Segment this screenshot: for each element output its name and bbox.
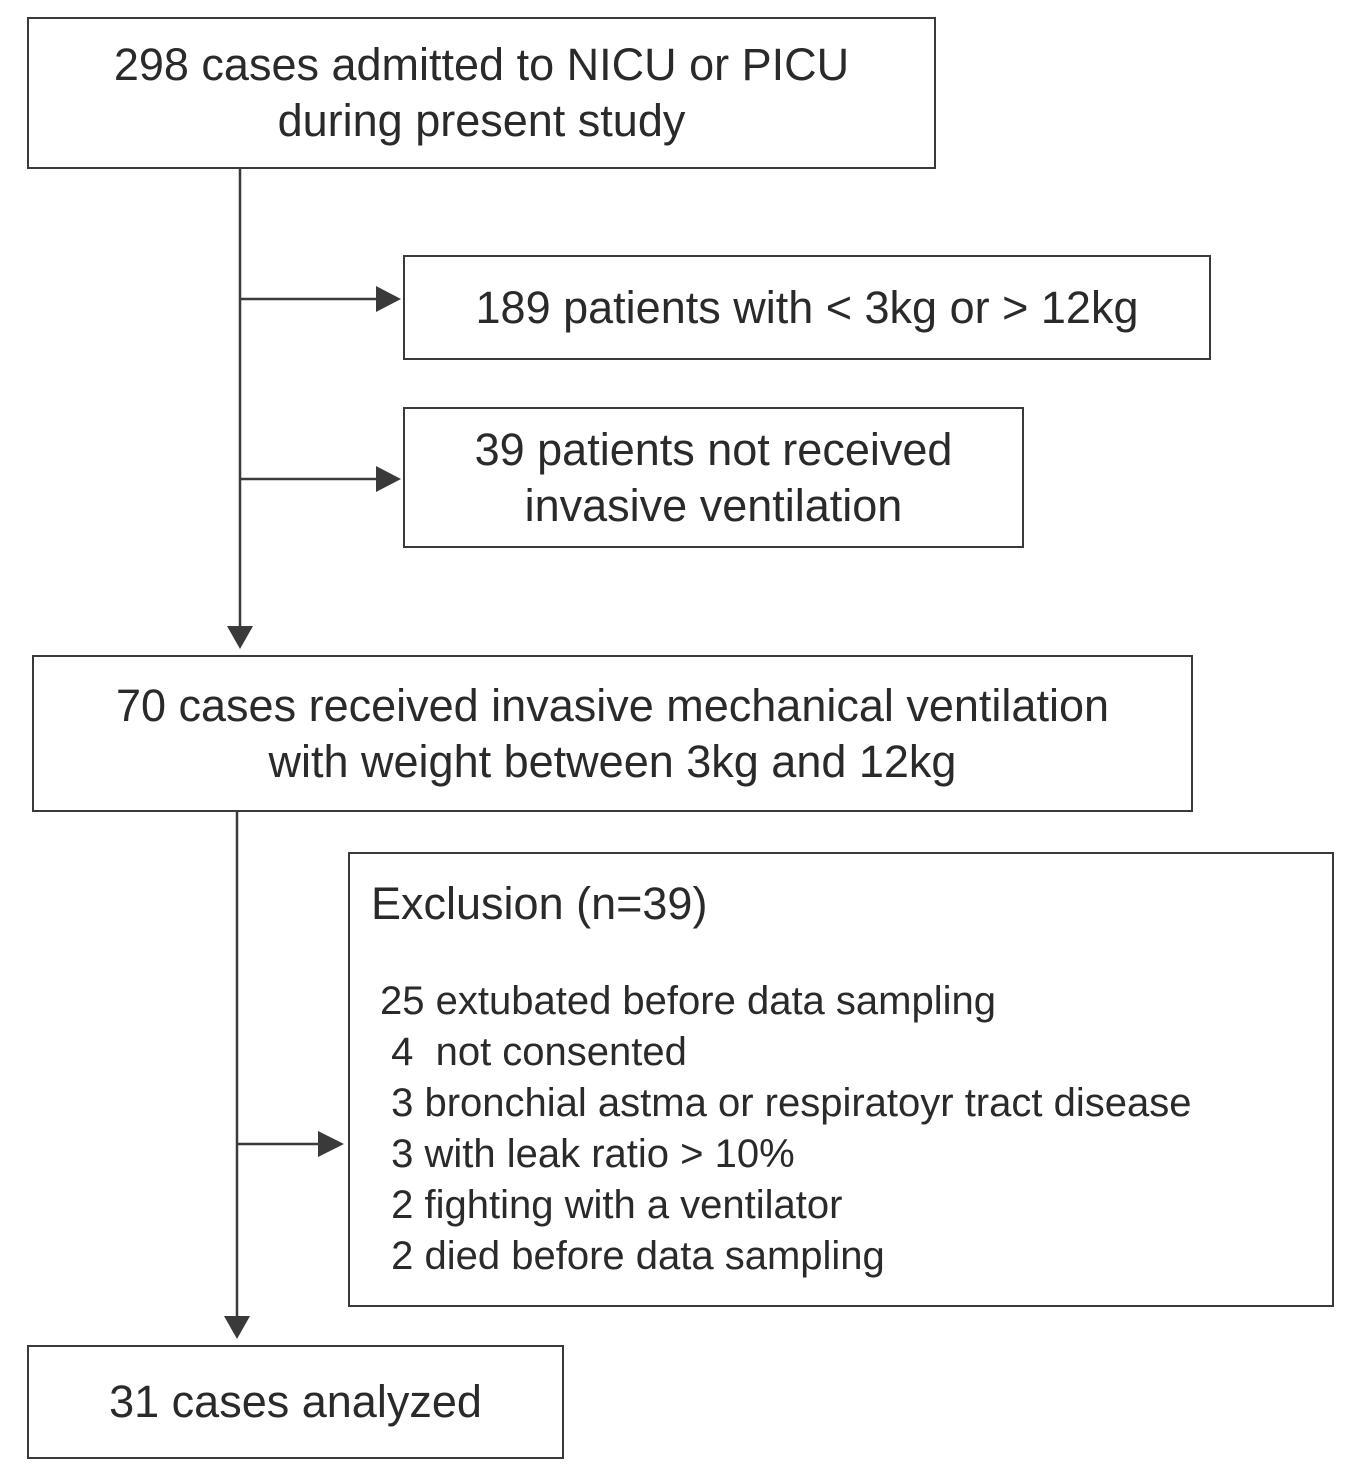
arrowhead-analyzed [224, 1316, 250, 1339]
no-ventilation-text: 39 patients not received invasive ventil… [475, 422, 953, 534]
exclusion-reasons-list: 25 extubated before data sampling 4 not … [380, 976, 1191, 1282]
admitted-box: 298 cases admitted to NICU or PICU durin… [27, 17, 936, 169]
ventilated-line-1: 70 cases received invasive mechanical ve… [115, 679, 1110, 731]
exclusion-reason: 25 extubated before data sampling [380, 979, 996, 1023]
no-ventilation-box: 39 patients not received invasive ventil… [403, 407, 1024, 548]
admitted-text: 298 cases admitted to NICU or PICU durin… [114, 37, 849, 149]
arrowhead-no-ventilation [376, 466, 401, 492]
ventilated-text: 70 cases received invasive mechanical ve… [116, 678, 1109, 790]
analyzed-box: 31 cases analyzed [27, 1345, 564, 1459]
admitted-line-1: 298 cases admitted to NICU or PICU [113, 39, 850, 90]
analyzed-text: 31 cases analyzed [109, 1376, 482, 1427]
exclusion-reason: 4 not consented [380, 1030, 687, 1074]
exclusion-reason: 3 with leak ratio > 10% [380, 1132, 795, 1176]
arrowhead-exclusion [318, 1131, 344, 1157]
exclusion-title: Exclusion (n=39) [371, 878, 708, 929]
no-ventilation-line-1: 39 patients not received [474, 423, 953, 475]
arrowhead-weight [376, 286, 401, 312]
exclusion-box: Exclusion (n=39) 25 extubated before dat… [348, 852, 1334, 1307]
arrowhead-ventilated [227, 626, 253, 649]
exclusion-reason: 2 died before data sampling [380, 1234, 885, 1278]
exclusion-reason: 2 fighting with a ventilator [380, 1183, 843, 1227]
weight-excluded-box: 189 patients with < 3kg or > 12kg [403, 255, 1211, 360]
ventilated-line-2: with weight between 3kg and 12kg [268, 735, 957, 787]
weight-excluded-text: 189 patients with < 3kg or > 12kg [475, 281, 1139, 333]
admitted-line-2: during present study [277, 95, 686, 146]
exclusion-reason: 3 bronchial astma or respiratoyr tract d… [380, 1081, 1192, 1125]
ventilated-box: 70 cases received invasive mechanical ve… [32, 655, 1193, 812]
no-ventilation-line-2: invasive ventilation [524, 479, 903, 531]
